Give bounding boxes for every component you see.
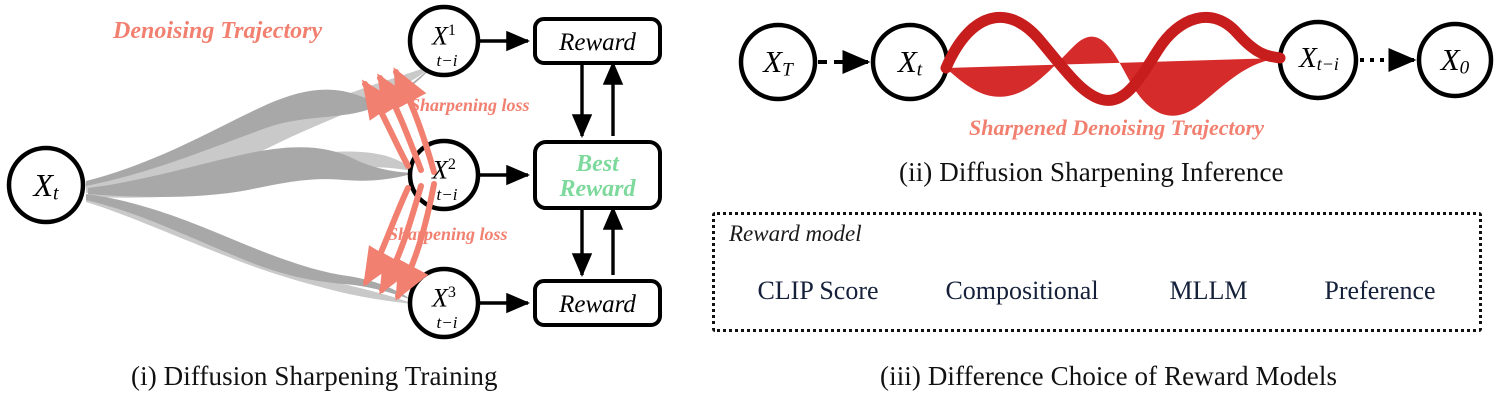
node-label-xt-inference: Xt <box>880 44 940 81</box>
node-x2-sup: 2 <box>447 156 456 173</box>
chip-compositional[interactable]: Compositional <box>917 262 1127 320</box>
chip-mllm[interactable]: MLLM <box>1141 262 1276 320</box>
node-x2-sub: t−i <box>436 184 458 204</box>
node-x0-base: X <box>1440 42 1460 77</box>
sharpened-denoising-wave <box>940 11 1286 116</box>
sharpened-trajectory-label: Sharpened Denoising Trajectory <box>969 115 1264 140</box>
node-x1-sup: 1 <box>447 22 456 39</box>
node-x1-sub: t−i <box>436 50 458 70</box>
node-label-xT: XT <box>748 44 808 81</box>
reward-box-bottom-label: Reward <box>559 291 636 318</box>
node-xt-base: X <box>33 167 54 203</box>
node-xti-base: X <box>1299 42 1317 74</box>
node-x0-sub: 0 <box>1459 57 1470 79</box>
node-label-x2: X2 t−i <box>414 154 474 205</box>
denoising-trajectory-ribbons <box>86 62 440 304</box>
node-x3-sub: t−i <box>436 312 458 332</box>
node-xT-sub: T <box>782 59 793 81</box>
node-xt-inf-sub: t <box>916 59 923 81</box>
node-xT <box>738 22 818 102</box>
node-label-x0: X0 <box>1425 42 1485 79</box>
node-xt-inf-base: X <box>897 44 917 79</box>
node-label-x1: X1 t−i <box>414 20 474 71</box>
reward-box-bottom <box>533 279 662 327</box>
node-x3-base: X <box>432 283 448 313</box>
node-label-xt-minus-i: Xt−i <box>1284 42 1354 75</box>
reward-model-panel: Reward model <box>712 212 1482 332</box>
sharpening-loss-arrows-upper <box>361 67 437 175</box>
sharpening-loss-label-upper: Sharpening loss <box>410 95 530 115</box>
best-reward-line2: Reward <box>559 176 636 202</box>
sharpening-loss-label-lower: Sharpening loss <box>388 224 508 244</box>
sharpening-loss-arrows-lower <box>363 181 437 301</box>
chip-label-clip-score: CLIP Score <box>757 276 879 305</box>
best-reward-box <box>533 140 662 210</box>
denoising-trajectory-label: Denoising Trajectory <box>113 18 323 44</box>
chip-label-preference: Preference <box>1324 276 1436 305</box>
node-x0 <box>1416 21 1494 99</box>
node-x3-sup: 3 <box>447 284 456 301</box>
caption-inference: (ii) Diffusion Sharpening Inference <box>899 157 1284 187</box>
node-x1-base: X <box>432 21 448 51</box>
chip-label-mllm: MLLM <box>1169 276 1248 305</box>
node-xt-source <box>6 145 86 225</box>
node-x2-base: X <box>432 155 448 185</box>
caption-training: (i) Diffusion Sharpening Training <box>131 361 498 391</box>
node-xT-base: X <box>763 44 783 79</box>
chip-clip-score[interactable]: CLIP Score <box>733 262 903 320</box>
reward-model-panel-title: Reward model <box>729 221 862 246</box>
node-label-x3: X3 t−i <box>414 282 474 333</box>
node-xt-sub: t <box>53 182 59 205</box>
best-reward-line1: Best <box>576 151 619 177</box>
best-reward-label: Best Reward <box>535 152 660 202</box>
node-label-xt-source: Xt <box>16 167 76 206</box>
reward-box-top <box>533 17 662 65</box>
caption-reward-models: (iii) Difference Choice of Reward Models <box>880 361 1338 391</box>
chip-label-compositional: Compositional <box>945 276 1099 305</box>
chip-preference[interactable]: Preference <box>1290 262 1470 320</box>
node-xti-sub: t−i <box>1316 54 1339 75</box>
reward-box-top-label: Reward <box>559 29 636 56</box>
node-x1 <box>407 4 481 78</box>
